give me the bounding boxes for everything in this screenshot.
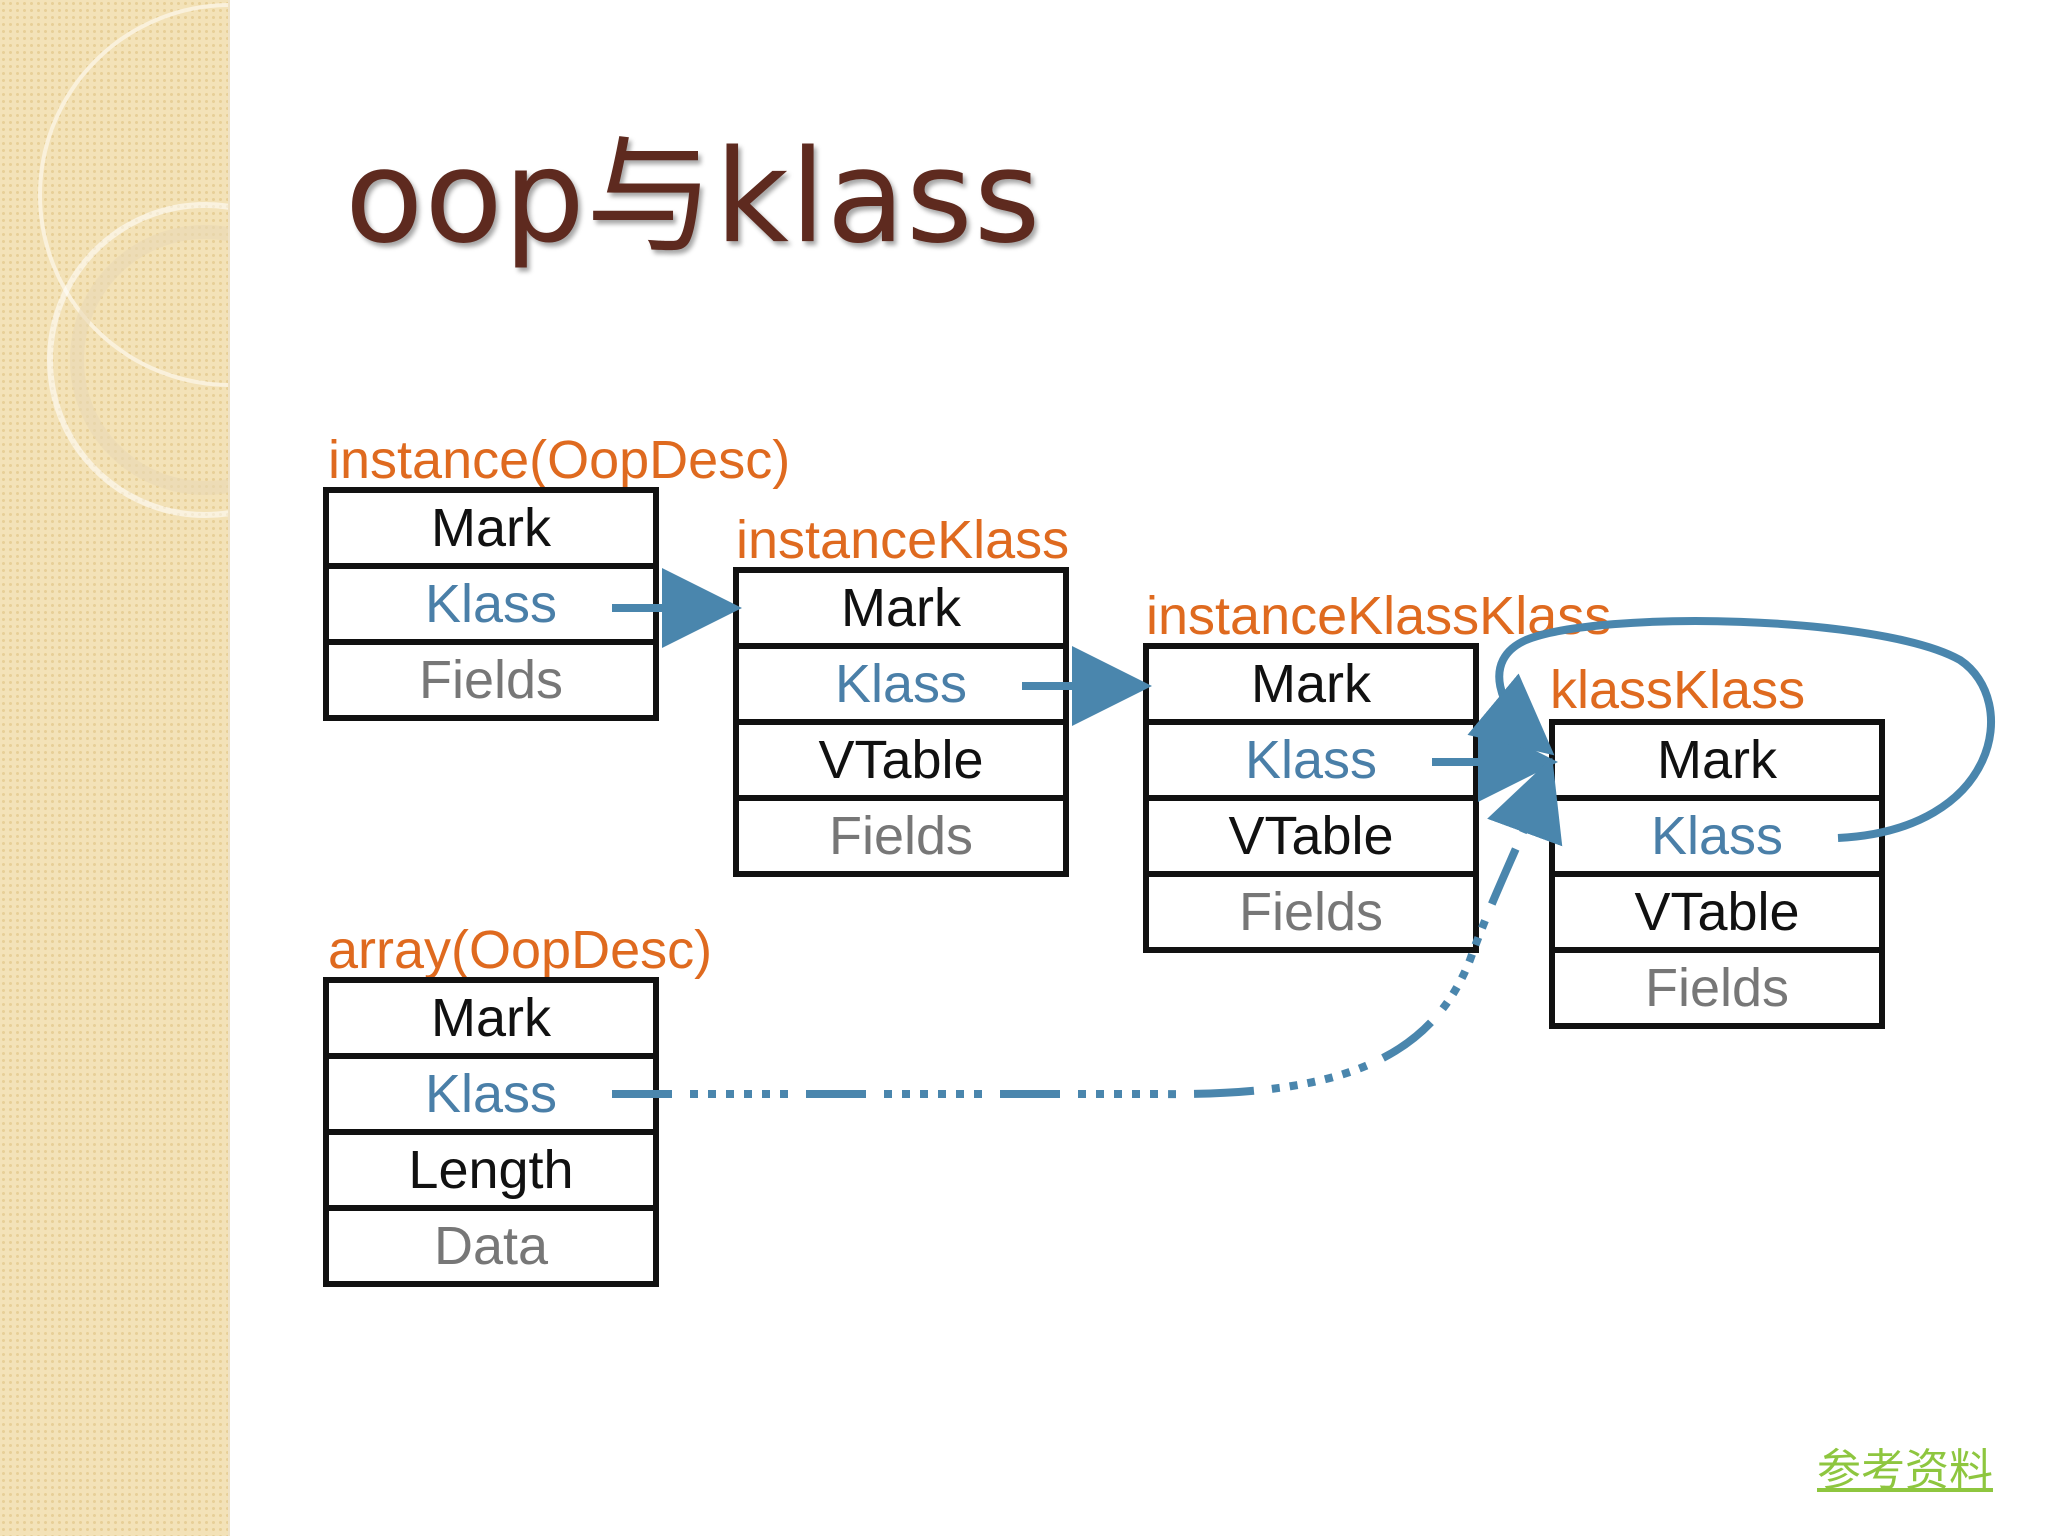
box-array: Mark Klass Length Data (323, 977, 659, 1287)
label-array: array(OopDesc) (328, 920, 712, 980)
instanceKlassKlass-cell-mark: Mark (1251, 654, 1372, 714)
arrow-klassKlass-self-loop (1467, 617, 1995, 842)
instance-cell-klass: Klass (425, 574, 557, 634)
array-cell-length: Length (408, 1140, 573, 1200)
array-cell-data: Data (434, 1216, 549, 1276)
instanceKlassKlass-cell-klass: Klass (1245, 730, 1377, 790)
label-instance: instance(OopDesc) (328, 430, 790, 490)
instance-cell-mark: Mark (431, 498, 552, 558)
instanceKlass-cell-klass: Klass (835, 654, 967, 714)
slide-title: oop与klass (345, 123, 1042, 272)
array-cell-klass: Klass (425, 1064, 557, 1124)
oop-klass-diagram: instance(OopDesc) instanceKlass instance… (300, 420, 2020, 1320)
klassKlass-cell-klass: Klass (1651, 806, 1783, 866)
klassKlass-cell-mark: Mark (1657, 730, 1778, 790)
box-instanceKlass: Mark Klass VTable Fields (733, 567, 1069, 877)
label-instanceKlass: instanceKlass (736, 510, 1069, 570)
instanceKlass-cell-vtable: VTable (818, 730, 983, 790)
box-instance: Mark Klass Fields (323, 487, 659, 721)
label-klassKlass: klassKlass (1550, 660, 1805, 720)
decorative-rings (38, 3, 228, 518)
instanceKlass-cell-fields: Fields (829, 806, 973, 866)
array-cell-mark: Mark (431, 988, 552, 1048)
klassKlass-cell-vtable: VTable (1634, 882, 1799, 942)
decorative-sidebar (0, 0, 230, 1536)
klassKlass-cell-fields: Fields (1645, 958, 1789, 1018)
instanceKlassKlass-cell-vtable: VTable (1228, 806, 1393, 866)
instanceKlass-cell-mark: Mark (841, 578, 962, 638)
box-klassKlass: Mark Klass VTable Fields (1549, 719, 1885, 1029)
instance-cell-fields: Fields (419, 650, 563, 710)
box-instanceKlassKlass: Mark Klass VTable Fields (1143, 643, 1479, 953)
reference-link[interactable]: 参考资料 (1817, 1445, 1993, 1496)
instanceKlassKlass-cell-fields: Fields (1239, 882, 1383, 942)
